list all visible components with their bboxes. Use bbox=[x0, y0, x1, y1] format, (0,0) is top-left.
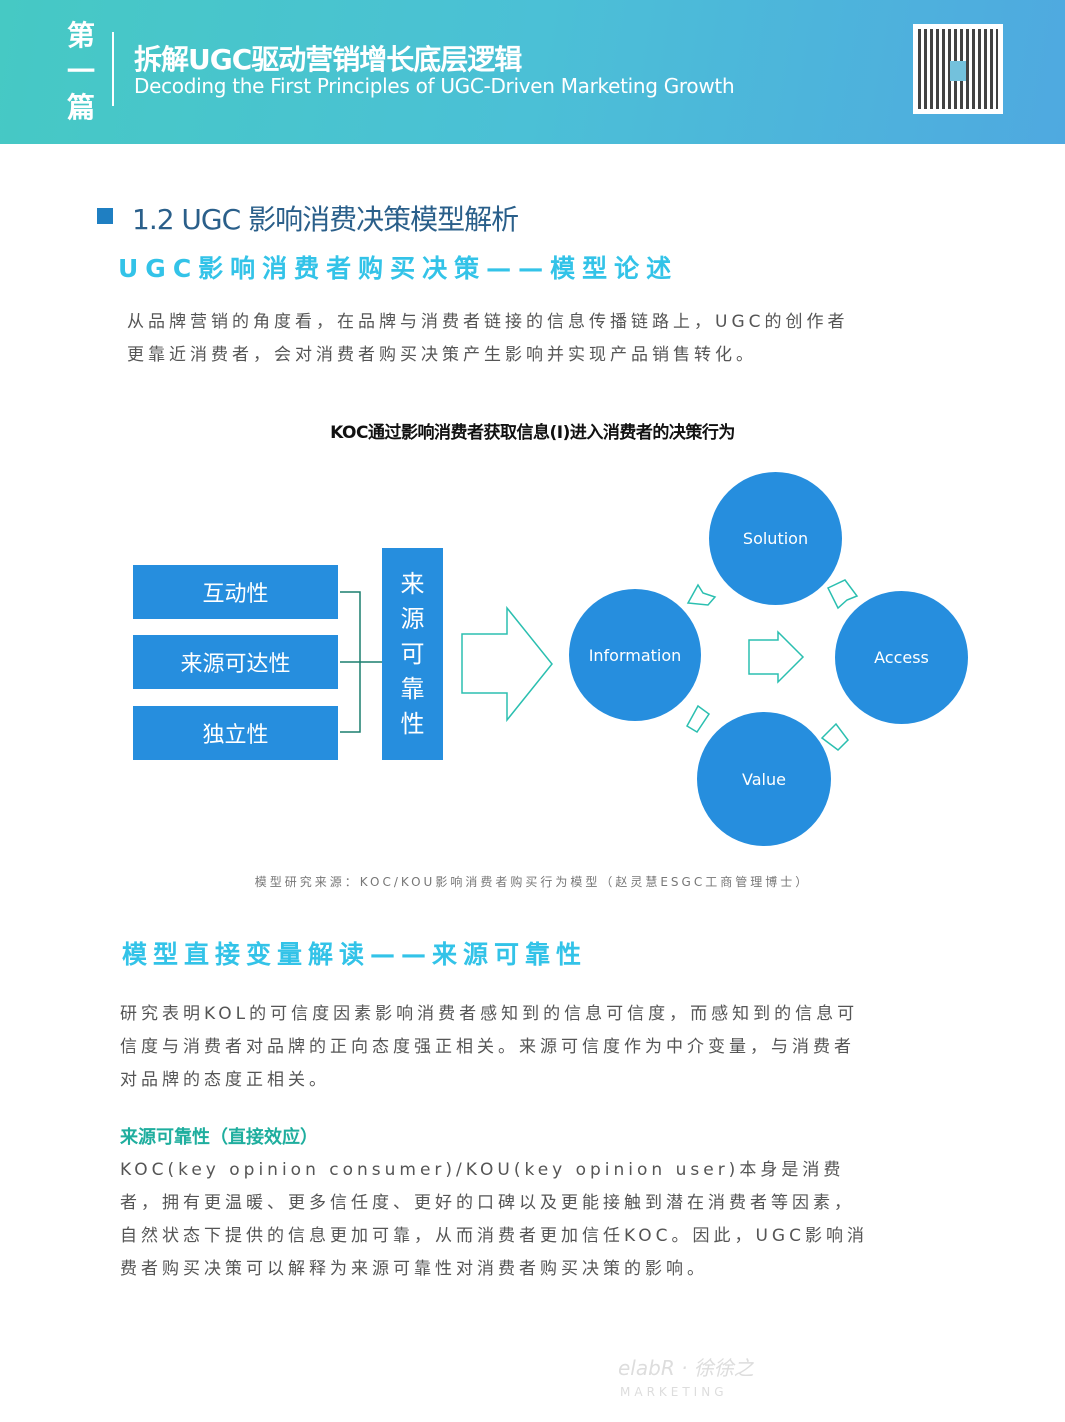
section-bullet-icon bbox=[97, 208, 113, 224]
section-title: 1.2 UGC 影响消费决策模型解析 bbox=[132, 203, 519, 236]
diagram-connectors bbox=[340, 579, 859, 751]
interpret-title: 模型直接变量解读——来源可靠性 bbox=[122, 940, 588, 969]
section-subtitle: UGC影响消费者购买决策——模型论述 bbox=[118, 254, 679, 283]
interpret-paragraph: 研究表明KOL的可信度因素影响消费者感知到的信息可信度，而感知到的信息可信度与消… bbox=[120, 1004, 859, 1090]
qr-code bbox=[913, 24, 1003, 114]
subheading: 来源可靠性（直接效应） bbox=[120, 1127, 318, 1148]
reliability-paragraph: KOC(key opinion consumer)/KOU(key opinio… bbox=[120, 1160, 868, 1279]
divider bbox=[112, 32, 114, 106]
arrow-icon bbox=[686, 583, 717, 606]
part-char: 篇 bbox=[66, 91, 95, 124]
node-access: Access bbox=[835, 591, 968, 724]
intro-paragraph: 从品牌营销的角度看，在品牌与消费者链接的信息传播链路上，UGC的创作者更靠近消费… bbox=[127, 312, 849, 365]
arrow-icon bbox=[748, 630, 805, 684]
factor-box: 来源可达性 bbox=[133, 635, 338, 689]
part-char: 一 bbox=[66, 55, 95, 88]
node-value: Value bbox=[697, 712, 831, 846]
factor-box: 独立性 bbox=[133, 706, 338, 760]
watermark-logo: elabR · 徐徐之 bbox=[618, 1356, 754, 1380]
arrow-icon bbox=[685, 704, 711, 734]
source-note: 模型研究来源：KOC/KOU影响消费者购买行为模型（赵灵慧ESGC工商管理博士） bbox=[254, 875, 811, 889]
header-banner bbox=[0, 0, 1065, 144]
arrow-icon bbox=[820, 722, 849, 751]
big-arrow-icon bbox=[461, 605, 553, 723]
source-reliability-box: 来源可靠性 bbox=[382, 548, 443, 760]
node-solution: Solution bbox=[709, 472, 842, 605]
diagram-title: KOC通过影响消费者获取信息(I)进入消费者的决策行为 bbox=[330, 423, 735, 443]
part-char: 第 bbox=[66, 19, 95, 52]
watermark-brand: MARKETING bbox=[620, 1385, 728, 1399]
node-information: Information bbox=[569, 589, 701, 721]
header-title: 拆解UGC驱动营销增长底层逻辑 bbox=[134, 43, 522, 76]
arrow-icon bbox=[826, 579, 859, 610]
factor-box: 互动性 bbox=[133, 565, 338, 619]
header-subtitle: Decoding the First Principles of UGC-Dri… bbox=[134, 74, 735, 98]
